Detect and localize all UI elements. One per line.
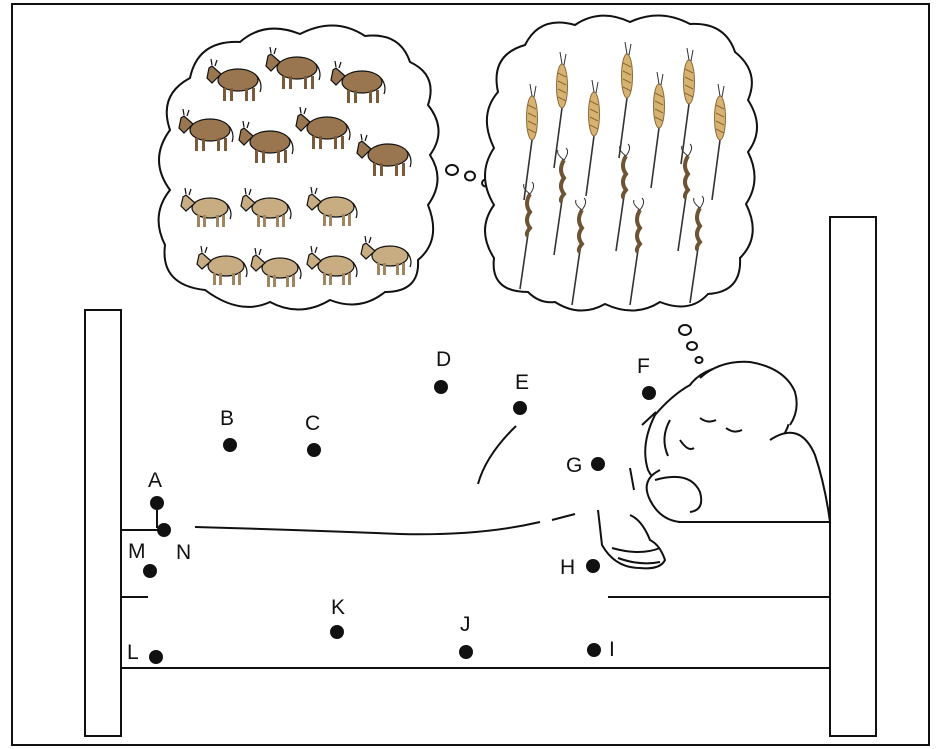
dot-label-c: C — [305, 412, 320, 435]
dot-label-k: K — [331, 596, 345, 619]
dot-icon[interactable] — [642, 386, 656, 400]
dot-label-d: D — [436, 348, 451, 371]
dot-label-n: N — [176, 541, 191, 564]
dot-icon[interactable] — [513, 401, 527, 415]
dot-icon[interactable] — [307, 443, 321, 457]
dot-icon[interactable] — [157, 523, 171, 537]
dot-icon[interactable] — [330, 625, 344, 639]
dot-label-l: L — [127, 641, 139, 664]
dot-label-b: B — [220, 407, 234, 430]
dot-label-j: J — [460, 613, 471, 636]
thought-bubbles-sleeper — [678, 324, 704, 364]
thought-bubbles-middle — [445, 164, 491, 188]
dot-icon[interactable] — [149, 650, 163, 664]
dot-icon[interactable] — [459, 645, 473, 659]
dot-label-m: M — [128, 540, 146, 563]
thought-cloud-cows — [157, 24, 440, 311]
dot-icon[interactable] — [591, 457, 605, 471]
sleeping-man — [597, 360, 832, 570]
dot-label-g: G — [566, 454, 582, 477]
bed-post-left — [84, 309, 122, 737]
dot-icon[interactable] — [143, 564, 157, 578]
dot-set — [143, 380, 656, 664]
dot-icon[interactable] — [150, 496, 164, 510]
dot-label-e: E — [515, 371, 529, 394]
dot-label-f: F — [637, 355, 650, 378]
dot-label-h: H — [560, 556, 575, 579]
dot-icon[interactable] — [586, 559, 600, 573]
blanket-outline — [194, 425, 576, 536]
dot-label-a: A — [148, 469, 162, 492]
thought-cloud-wheat — [484, 14, 758, 312]
picture-border — [11, 3, 930, 746]
dot-icon[interactable] — [223, 438, 237, 452]
dot-label-i: I — [609, 638, 615, 661]
bed-post-right — [829, 216, 877, 737]
dot-icon[interactable] — [434, 380, 448, 394]
dot-icon[interactable] — [587, 643, 601, 657]
